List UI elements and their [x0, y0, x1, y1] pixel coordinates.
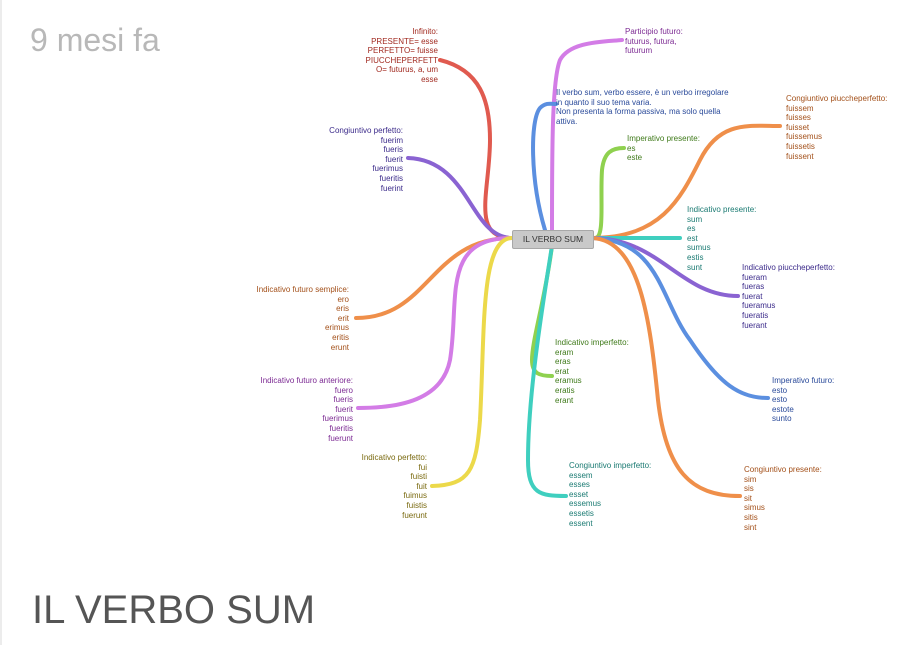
- node-congiuntivo-perfetto[interactable]: Congiuntivo perfetto: fuerim fueris fuer…: [329, 126, 403, 193]
- branch-imperativo-futuro: [590, 236, 770, 400]
- branch-nota: [531, 101, 558, 232]
- branch-congiuntivo-presente: [590, 236, 742, 498]
- branch-congiuntivo-imperfetto: [525, 244, 568, 498]
- node-imperativo-futuro[interactable]: Imperativo futuro: esto esto estote sunt…: [772, 376, 835, 424]
- branch-indicativo-perfetto: [430, 236, 514, 488]
- branch-congiuntivo-piuccheperfetto: [590, 123, 782, 240]
- node-infinito[interactable]: Infinito: PRESENTE= esse PERFETTO= fuiss…: [365, 27, 438, 84]
- timestamp: 9 mesi fa: [30, 22, 160, 58]
- branch-congiuntivo-perfetto: [406, 156, 514, 240]
- node-indicativo-imperfetto[interactable]: Indicativo imperfetto: eram eras erat er…: [555, 338, 629, 405]
- node-congiuntivo-piuccheperfetto[interactable]: Congiuntivo piuccheperfetto: fuissem fui…: [786, 94, 888, 161]
- node-indicativo-perfetto[interactable]: Indicativo perfetto: fui fuisti fuit fui…: [361, 453, 427, 520]
- center-node[interactable]: IL VERBO SUM: [512, 230, 594, 249]
- left-divider: [0, 0, 2, 645]
- page-title: IL VERBO SUM: [32, 588, 316, 632]
- node-indicativo-futuro-semplice[interactable]: Indicativo futuro semplice: ero eris eri…: [256, 285, 350, 352]
- node-indicativo-futuro-anteriore[interactable]: Indicativo futuro anteriore: fuero fueri…: [260, 376, 354, 443]
- node-indicativo-piuccheperfetto[interactable]: Indicativo piuccheperfetto: fueram fuera…: [742, 263, 835, 330]
- branch-participio-futuro: [550, 38, 624, 232]
- branch-indicativo-futuro-anteriore: [356, 236, 514, 410]
- node-imperativo-presente[interactable]: Imperativo presente: es este: [627, 134, 700, 163]
- node-congiuntivo-imperfetto[interactable]: Congiuntivo imperfetto: essem esses esse…: [569, 461, 652, 528]
- node-nota[interactable]: Il verbo sum, verbo essere, è un verbo i…: [556, 88, 729, 126]
- branch-imperativo-presente: [593, 146, 626, 240]
- node-congiuntivo-presente[interactable]: Congiuntivo presente: sim sis sit simus …: [744, 465, 822, 532]
- node-participio-futuro[interactable]: Participio futuro: futurus, futura, futu…: [625, 27, 683, 56]
- node-indicativo-presente[interactable]: Indicativo presente: sum es est sumus es…: [687, 205, 757, 272]
